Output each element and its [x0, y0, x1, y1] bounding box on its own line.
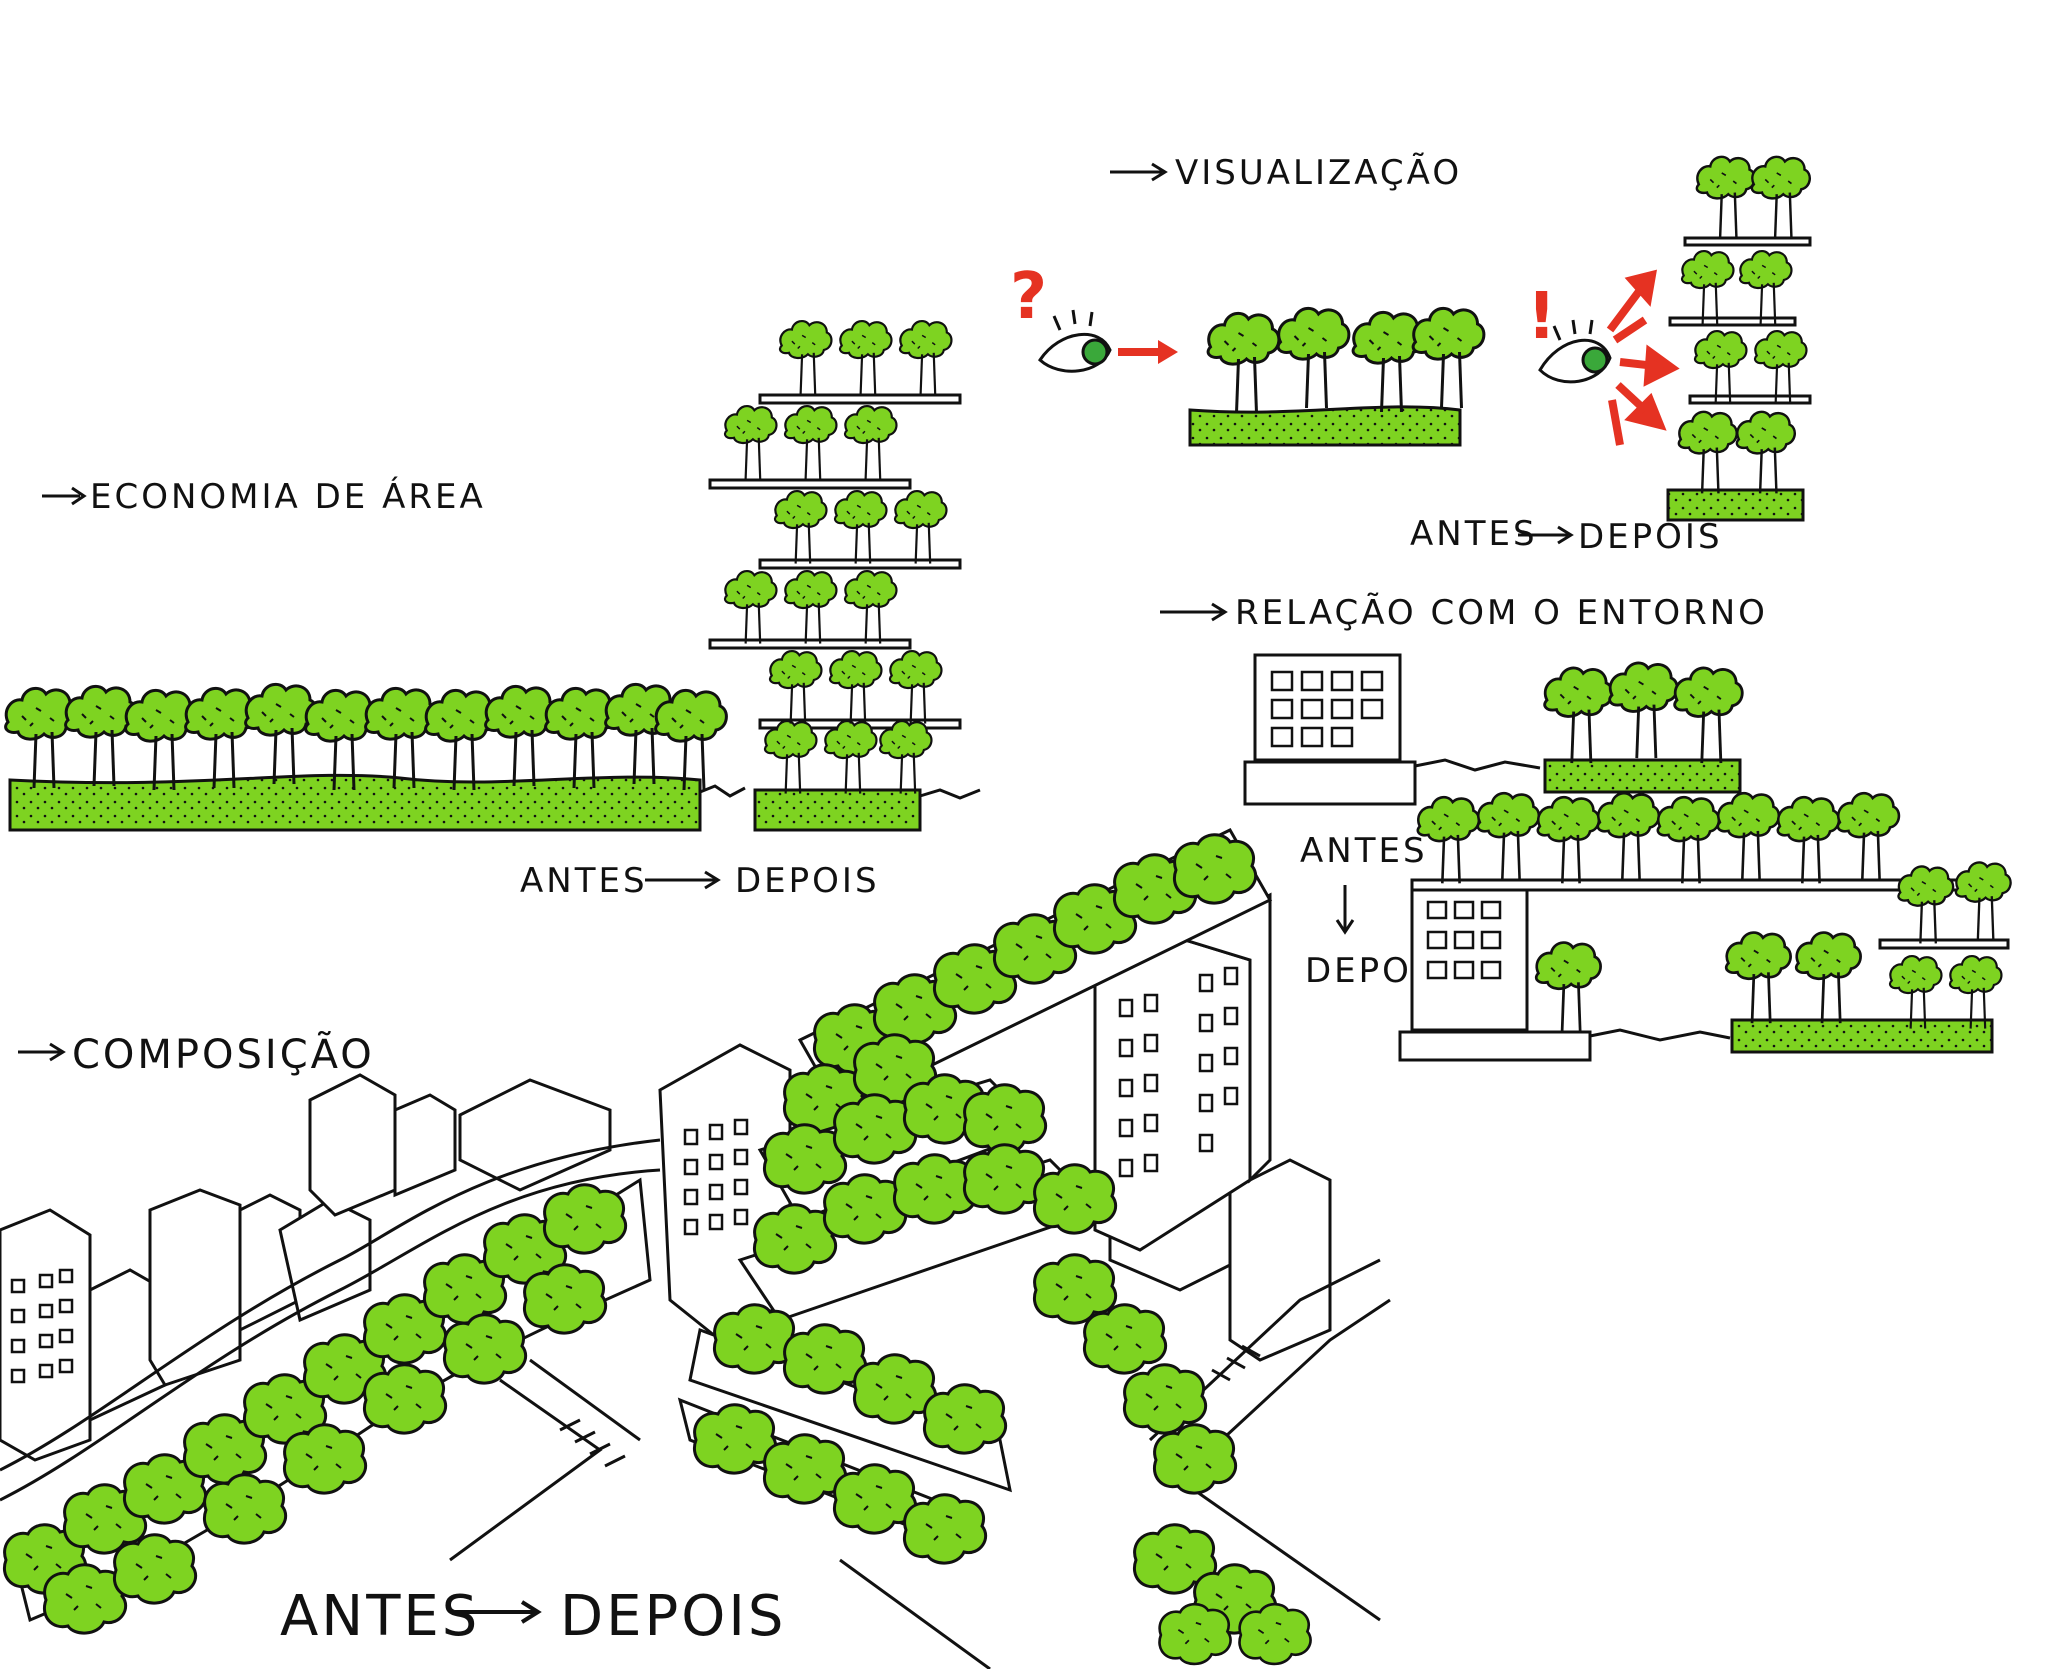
arrow-icon	[1160, 602, 1228, 622]
relacao-before-illustration	[1243, 653, 1744, 806]
section-relacao: RELAÇÃO COM O ENTORNO ANTES DEPOIS	[1160, 593, 2012, 1062]
relacao-antes-label: ANTES	[1300, 831, 1428, 871]
section-economia: ECONOMIA DE ÁREA	[4, 319, 981, 901]
red-arrows	[1606, 269, 1680, 446]
section-composicao: COMPOSIÇÃO	[0, 828, 1391, 1669]
economia-before-illustration	[4, 682, 728, 832]
eye-icon	[1538, 319, 1612, 384]
arrow-icon	[1110, 162, 1168, 182]
composicao-streets	[0, 1138, 1391, 1669]
arrow-icon	[1335, 885, 1355, 935]
economia-depois-label: DEPOIS	[735, 861, 880, 901]
arrow-icon	[1518, 525, 1574, 545]
composicao-green-corridor	[2, 1177, 652, 1635]
building-icon	[1410, 888, 1529, 1032]
relacao-title: RELAÇÃO COM O ENTORNO	[1235, 593, 1768, 633]
relacao-after-illustration	[1398, 791, 2012, 1062]
visualizacao-depois-label: DEPOIS	[1578, 517, 1723, 557]
economia-title: ECONOMIA DE ÁREA	[90, 476, 486, 517]
arrow-icon	[645, 870, 721, 890]
composicao-antes-label: ANTES	[280, 1584, 480, 1649]
arrow-icon	[18, 1042, 66, 1062]
economia-antes-label: ANTES	[520, 861, 648, 901]
exclamation-mark: !	[1527, 280, 1556, 354]
visualizacao-title: VISUALIZAÇÃO	[1175, 153, 1462, 193]
visualizacao-after-tower	[1666, 155, 1812, 522]
crosswalk	[559, 1344, 1261, 1468]
composicao-title: COMPOSIÇÃO	[72, 1030, 375, 1078]
question-mark: ?	[1010, 260, 1047, 334]
arrow-icon	[455, 1600, 542, 1624]
composicao-stepped-structure	[677, 828, 1313, 1666]
visualizacao-before-grove	[1188, 306, 1486, 447]
economia-after-tower	[708, 319, 981, 832]
visualizacao-antes-label: ANTES	[1410, 514, 1538, 554]
arrow-icon	[42, 486, 87, 506]
eye-icon	[1038, 309, 1112, 373]
composicao-depois-label: DEPOIS	[560, 1584, 786, 1649]
section-visualizacao: VISUALIZAÇÃO ? !	[1010, 153, 1812, 557]
